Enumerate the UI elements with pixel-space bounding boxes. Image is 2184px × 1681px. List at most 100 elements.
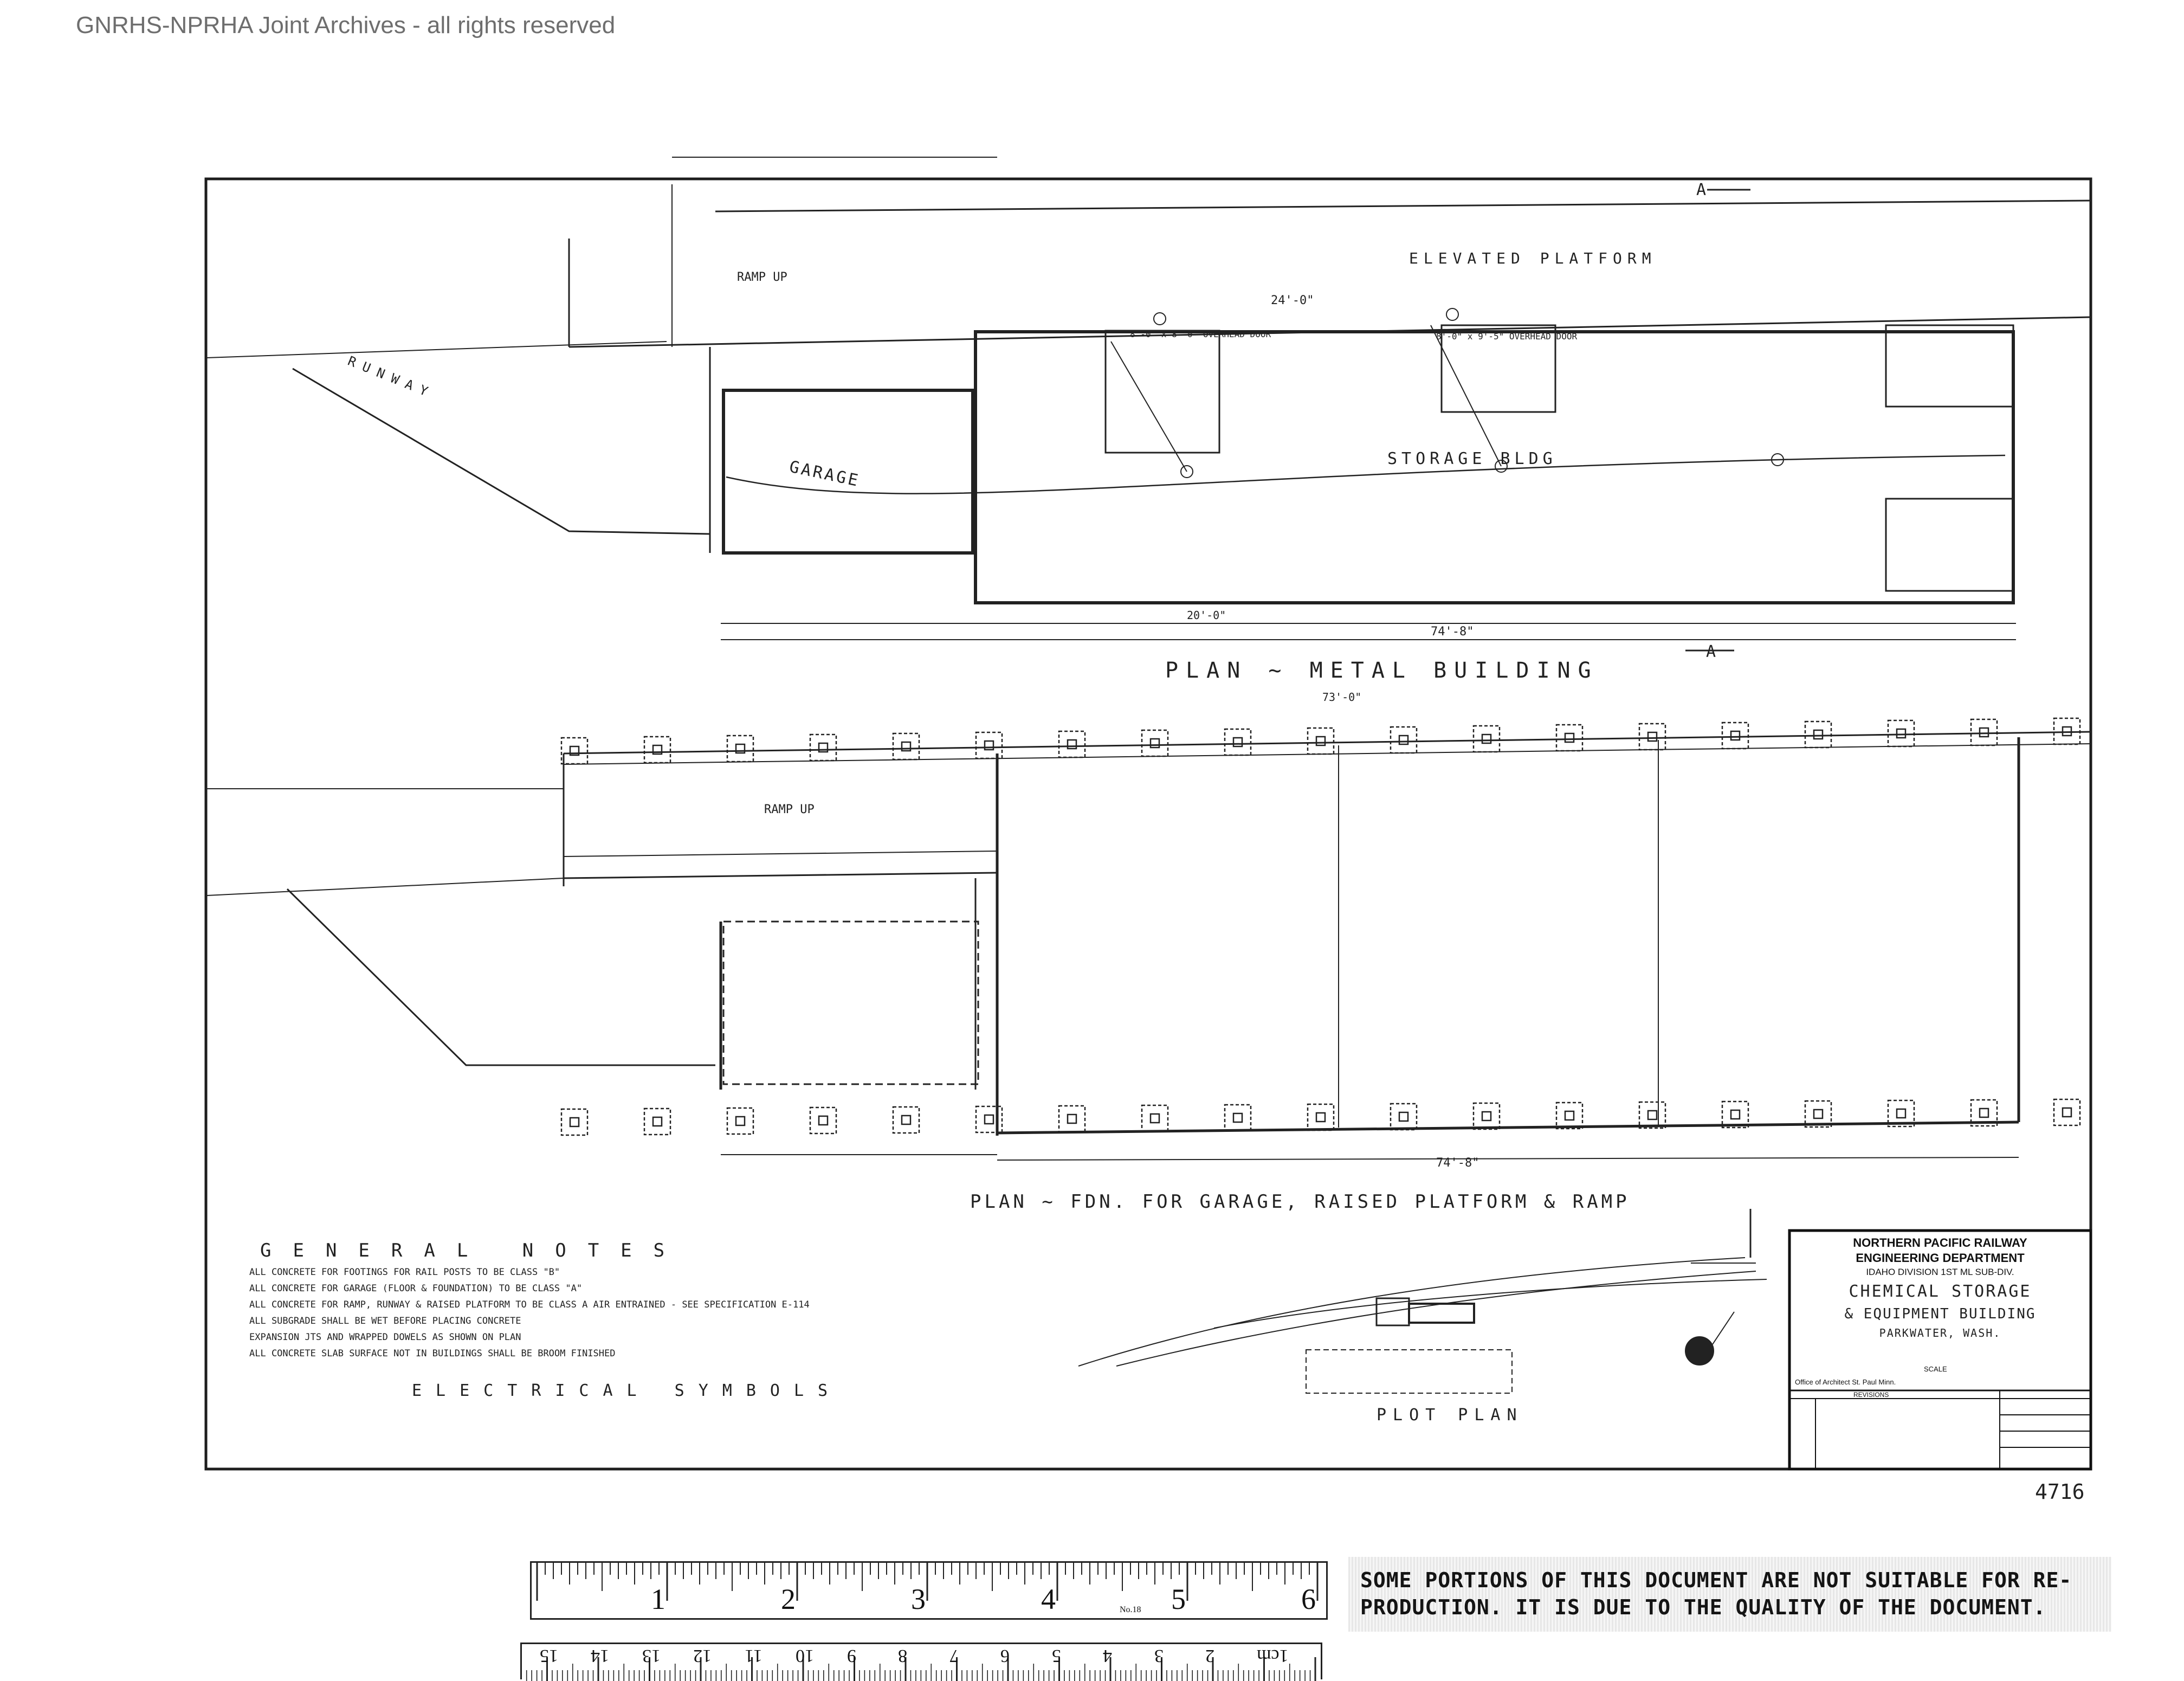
foundation-pier-row (560, 717, 2081, 1136)
title-department: ENGINEERING DEPARTMENT (1856, 1251, 2025, 1265)
pier-footing-top (1224, 728, 1252, 756)
pier-footing-top (2053, 717, 2081, 745)
pier-post (1149, 738, 1160, 749)
pier-footing-bottom (1804, 1100, 1832, 1128)
pier-post (569, 745, 580, 756)
dim-20: 20'-0" (1187, 609, 1226, 622)
pier-post (901, 741, 912, 752)
pier-footing-top (726, 735, 754, 763)
pier-post (1730, 730, 1741, 741)
garage-label: GARAGE (787, 458, 862, 491)
pier-footing-bottom (1472, 1102, 1501, 1130)
pier-post (735, 743, 746, 754)
pier-footing-top (1390, 726, 1418, 754)
cm-number: 5 (1051, 1646, 1061, 1666)
pier-footing-top (1141, 729, 1169, 757)
pier-footing-bottom (1638, 1101, 1666, 1129)
pier-footing-top (809, 733, 837, 762)
inch-number: 1 (651, 1583, 665, 1615)
pier-footing-top (1721, 722, 1749, 750)
pier-footing-top (1970, 718, 1998, 746)
pier-post (652, 744, 663, 755)
title-scale: SCALE (1924, 1365, 1947, 1373)
inch-number: 3 (911, 1583, 926, 1615)
plan-foundation-title: PLAN ~ FDN. FOR GARAGE, RAISED PLATFORM … (970, 1191, 1630, 1213)
general-note-1: ALL CONCRETE FOR FOOTINGS FOR RAIL POSTS… (249, 1267, 560, 1278)
title-office: Office of Architect St. Paul Minn. (1795, 1378, 1896, 1386)
pier-post (1979, 1107, 1989, 1118)
pier-footing-top (1058, 730, 1086, 758)
title-division: IDAHO DIVISION 1ST ML SUB-DIV. (1866, 1267, 2014, 1277)
pier-footing-bottom (1887, 1099, 1915, 1128)
archive-watermark: GNRHS-NPRHA Joint Archives - all rights … (76, 12, 616, 38)
notice-line-2: PRODUCTION. IT IS DUE TO THE QUALITY OF … (1360, 1595, 2046, 1619)
general-notes-list: ALL CONCRETE FOR FOOTINGS FOR RAIL POSTS… (249, 1267, 810, 1359)
pier-post (1813, 1109, 1824, 1119)
runway-label: RUNWAY (346, 353, 437, 402)
pier-post (735, 1116, 746, 1126)
cm-number: 12 (693, 1646, 712, 1666)
pier-post (1315, 1112, 1326, 1123)
pier-footing-bottom (1970, 1099, 1998, 1127)
inch-number: 4 (1041, 1583, 1056, 1615)
cm-number: 2 (1205, 1646, 1214, 1666)
elevated-platform-label: ELEVATED PLATFORM (1409, 249, 1657, 267)
sheet-border (204, 177, 2092, 1471)
pier-post (1896, 728, 1907, 739)
pier-footing-bottom (1224, 1104, 1252, 1132)
inch-number: 5 (1171, 1583, 1186, 1615)
pier-post (1813, 729, 1824, 740)
pier-footing-bottom (560, 1108, 589, 1136)
pier-post (984, 1114, 994, 1125)
pier-footing-top (1307, 727, 1335, 755)
pier-post (901, 1115, 912, 1125)
door-label-2: 8'-0" x 9'-5" OVERHEAD DOOR (1436, 331, 1577, 342)
cm-number: 10 (796, 1646, 814, 1666)
dim-overall-lower: 74'-8" (1436, 1156, 1479, 1170)
pier-post (2062, 1107, 2072, 1118)
pier-post (652, 1116, 663, 1127)
pier-footing-bottom (1058, 1105, 1086, 1133)
pier-post (1232, 737, 1243, 748)
cm-number: 4 (1103, 1646, 1112, 1666)
pier-post (818, 742, 829, 753)
pier-footing-bottom (1721, 1100, 1749, 1129)
pier-footing-bottom (1141, 1104, 1169, 1132)
dim-73: 73'-0" (1322, 691, 1361, 704)
reproduction-notice: SOME PORTIONS OF THIS DOCUMENT ARE NOT S… (1348, 1557, 2111, 1632)
section-mark-a-top: A (1696, 181, 1706, 199)
inch-number: 6 (1301, 1583, 1316, 1615)
pier-post (1481, 733, 1492, 744)
pier-post (1564, 1110, 1575, 1121)
cm-number: 15 (539, 1646, 558, 1666)
ramp-up-label-lower: RAMP UP (764, 803, 815, 816)
sheet-number: 4716 (2035, 1480, 2085, 1504)
pier-post (1232, 1112, 1243, 1123)
pier-post (984, 740, 994, 751)
general-notes-title: GENERAL NOTES (260, 1240, 686, 1261)
plot-plan-title: PLOT PLAN (1377, 1406, 1523, 1425)
pier-footing-bottom (975, 1105, 1003, 1133)
pier-post (569, 1117, 580, 1128)
cm-number: 14 (591, 1646, 609, 1666)
pier-post (1730, 1109, 1741, 1120)
ramp-up-label-upper: RAMP UP (737, 270, 787, 284)
pier-footing-top (643, 736, 671, 764)
pier-post (1564, 732, 1575, 743)
cm-number: 7 (949, 1646, 959, 1666)
pier-footing-top (1555, 724, 1584, 752)
pier-post (1398, 1111, 1409, 1122)
inch-ruler-ticks (536, 1563, 1319, 1601)
pier-footing-top (1804, 720, 1832, 749)
pier-footing-top (892, 732, 920, 761)
cm-number: 13 (642, 1646, 661, 1666)
dim-overall-upper: 74'-8" (1431, 625, 1474, 639)
electrical-symbols-title: ELECTRICAL SYMBOLS (412, 1381, 842, 1400)
pier-footing-top (1638, 723, 1666, 751)
cm-number: 11 (744, 1646, 763, 1666)
pier-post (1398, 735, 1409, 745)
plan-metal-building (205, 157, 2091, 652)
pier-post (2062, 726, 2072, 737)
pier-post (1896, 1108, 1907, 1119)
